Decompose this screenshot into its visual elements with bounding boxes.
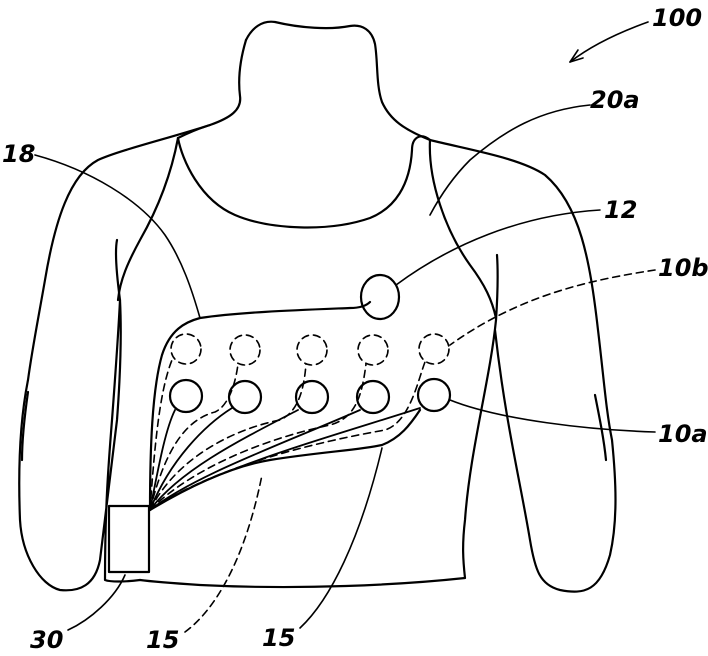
vest-top-edge bbox=[178, 125, 210, 138]
leader-18 bbox=[35, 155, 200, 318]
label-100: 100 bbox=[652, 4, 702, 32]
right-sleeve-cuff bbox=[595, 395, 606, 460]
right-sleeve-seam bbox=[496, 255, 498, 320]
electrode-10a-3 bbox=[296, 381, 328, 413]
label-30: 30 bbox=[30, 626, 63, 654]
leader-15-dashed bbox=[185, 475, 262, 632]
label-15-dashed: 15 bbox=[146, 626, 179, 654]
module-12 bbox=[361, 275, 399, 319]
electrode-10a-1 bbox=[170, 380, 202, 412]
label-18: 18 bbox=[2, 140, 35, 168]
label-10b: 10b bbox=[658, 254, 708, 282]
shirt-outline bbox=[140, 22, 616, 592]
leader-100-arrowhead bbox=[570, 50, 583, 62]
leader-15-solid bbox=[300, 448, 382, 628]
electrode-10a-5 bbox=[418, 379, 450, 411]
leader-100 bbox=[570, 22, 648, 62]
electrode-10b-4 bbox=[358, 335, 388, 365]
electrode-10b-3 bbox=[297, 335, 327, 365]
shirt-left-outline bbox=[19, 40, 246, 590]
electrode-10b-2 bbox=[230, 335, 260, 365]
leader-30 bbox=[68, 575, 125, 630]
vest-left-armhole bbox=[118, 138, 178, 300]
label-15-solid: 15 bbox=[262, 624, 295, 652]
label-20a: 20a bbox=[590, 86, 640, 114]
label-12: 12 bbox=[604, 196, 637, 224]
electrode-row-10b bbox=[171, 334, 449, 365]
label-10a: 10a bbox=[658, 420, 708, 448]
vest-neckline bbox=[178, 136, 430, 227]
wire-solid-4 bbox=[150, 410, 360, 510]
sensor-panel bbox=[150, 302, 370, 510]
electrode-10b-1 bbox=[171, 334, 201, 364]
electrode-10b-5 bbox=[419, 334, 449, 364]
connector-30 bbox=[109, 506, 149, 572]
